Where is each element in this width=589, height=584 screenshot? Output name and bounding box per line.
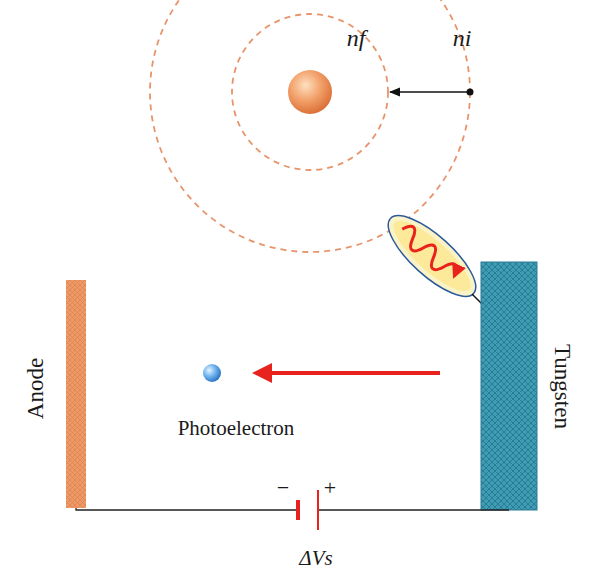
nucleus xyxy=(288,70,332,114)
transition-arrow xyxy=(390,91,468,93)
tungsten-label: Tungsten xyxy=(550,344,573,429)
initial-level-label: ni xyxy=(453,26,472,50)
battery-negative-plate xyxy=(296,500,300,520)
wire xyxy=(76,508,509,510)
electron-dot xyxy=(467,89,474,96)
electron-velocity-arrow xyxy=(256,371,440,375)
inner-orbit xyxy=(232,14,388,170)
final-level-label: nf xyxy=(347,26,366,50)
outer-orbit xyxy=(150,0,470,252)
battery-positive-plate xyxy=(317,490,319,530)
voltage-label: ΔVs xyxy=(299,548,332,569)
plus-sign: + xyxy=(324,477,336,499)
tungsten-plate xyxy=(481,262,537,510)
anode-label: Anode xyxy=(24,357,47,418)
photoelectron xyxy=(203,364,221,382)
photoelectron-label: Photoelectron xyxy=(178,418,295,439)
photon xyxy=(377,204,487,309)
minus-sign: − xyxy=(277,477,289,499)
anode-plate xyxy=(66,280,86,508)
